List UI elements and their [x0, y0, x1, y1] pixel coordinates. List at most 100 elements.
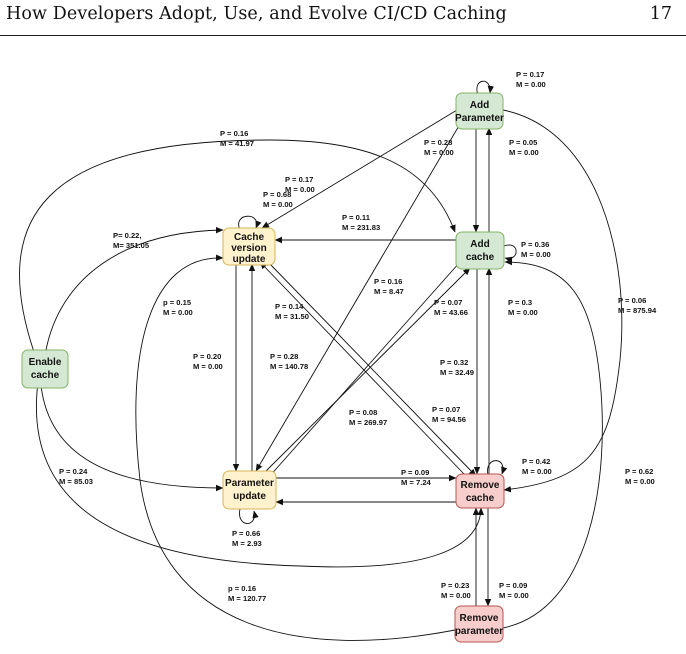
svg-text:P = 0.36: P = 0.36 — [521, 240, 549, 249]
edge-label-remove-parameter-to-cache-version: p = 0.15M = 0.00 — [163, 298, 193, 317]
edge-label-remove-parameter-to-remove-cache: P = 0.23M = 0.00 — [441, 581, 471, 600]
edge-remove-parameter-to-cache-version — [135, 254, 456, 641]
svg-text:P = 0.28: P = 0.28 — [424, 138, 452, 147]
svg-text:P = 0.17: P = 0.17 — [285, 175, 313, 184]
page-number: 17 — [649, 4, 672, 24]
edge-label-parameter-update-self: P = 0.66M = 2.93 — [232, 529, 262, 548]
edge-label-add-cache-to-cache-version: P = 0.11M = 231.83 — [342, 213, 380, 232]
svg-text:P = 0.66: P = 0.66 — [232, 529, 260, 538]
edge-label-remove-cache-to-remove-parameter: P = 0.09M = 0.00 — [499, 581, 529, 600]
edge-label-cache-version-self: P = 0.68M = 0.00 — [263, 190, 293, 209]
edge-enable-to-add-cache — [19, 139, 456, 353]
edge-add-parameter-to-remove-cache — [502, 109, 623, 493]
node-remove-parameter-line-2: parameter — [455, 626, 503, 637]
svg-text:M = 0.00: M = 0.00 — [625, 477, 655, 486]
svg-text:M= 351.05: M= 351.05 — [113, 241, 150, 250]
node-enable-cache: Enable cache — [21, 349, 69, 389]
svg-text:p = 0.16: p = 0.16 — [228, 584, 256, 593]
edge-label-add-parameter-to-cache-version: P = 0.28M = 0.00 — [424, 138, 454, 157]
svg-text:M = 7.24: M = 7.24 — [401, 478, 432, 487]
edge-label-parameter-update-to-remove-cache: P = 0.28M = 140.78 — [270, 352, 308, 371]
svg-text:M = 43.66: M = 43.66 — [434, 308, 468, 317]
svg-text:P = 0.07: P = 0.07 — [432, 405, 460, 414]
node-enable-cache-line-2: cache — [31, 370, 60, 381]
header-rule — [0, 35, 686, 36]
edge-cache-version-update-self — [238, 215, 262, 231]
svg-text:M = 0.00: M = 0.00 — [509, 148, 539, 157]
node-add-parameter: Add Parameter — [455, 92, 504, 130]
node-remove-parameter: Remove parameter — [454, 605, 504, 643]
edge-enable-to-remove-cache — [36, 368, 485, 568]
svg-text:P = 0.28: P = 0.28 — [270, 352, 298, 361]
svg-text:P = 0.09: P = 0.09 — [499, 581, 527, 590]
svg-text:P = 0.24: P = 0.24 — [59, 467, 88, 476]
node-remove-cache-line-1: Remove — [461, 480, 500, 491]
node-cache-version-update: Cache version update — [222, 227, 276, 266]
edge-label-add-parameter-self: P = 0.17M = 0.00 — [516, 70, 546, 89]
edge-label-parameter-update-to-add-cache: P = 0.07M = 43.66 — [434, 298, 468, 317]
svg-text:M = 120.77: M = 120.77 — [228, 594, 266, 603]
edge-label-remove-cache-to-parameter-update: P = 0.09M = 7.24 — [401, 468, 432, 487]
node-parameter-update-line-1: Parameter — [225, 478, 274, 489]
svg-text:P = 0.11: P = 0.11 — [342, 213, 371, 222]
svg-text:M = 0.00: M = 0.00 — [499, 591, 529, 600]
svg-text:M = 8.47: M = 8.47 — [374, 287, 404, 296]
svg-text:P = 0.08: P = 0.08 — [349, 408, 377, 417]
svg-text:M = 269.97: M = 269.97 — [349, 418, 387, 427]
edge-label-add-cache-self: P = 0.36M = 0.00 — [521, 240, 551, 259]
svg-text:M = 94.56: M = 94.56 — [432, 415, 466, 424]
edge-label-remove-cache-to-cache-version: P = 0.07M = 94.56 — [432, 405, 466, 424]
edge-label-add-cache-to-remove-cache: P = 0.32M = 32.49 — [440, 358, 474, 377]
svg-text:M = 2.93: M = 2.93 — [232, 539, 262, 548]
edge-label-remove-parameter-to-add-cache: P = 0.62M = 0.00 — [625, 467, 655, 486]
svg-text:P = 0.16: P = 0.16 — [220, 129, 248, 138]
svg-text:M = 0.00: M = 0.00 — [163, 308, 193, 317]
svg-text:M = 32.49: M = 32.49 — [440, 368, 474, 377]
edge-label-enable-to-add-cache: P = 0.16M = 41.97 — [220, 129, 254, 148]
node-add-cache: Add cache — [455, 231, 505, 270]
edge-label-cache-version-to-remove-cache: P = 0.08M = 269.97 — [349, 408, 387, 427]
edge-label-add-parameter-to-parameter-update: P = 0.17M = 0.00 — [285, 175, 315, 194]
edge-label-add-parameter-to-remove-cache: P = 0.06M = 875.94 — [618, 296, 657, 315]
svg-text:M = 140.78: M = 140.78 — [270, 362, 308, 371]
node-cache-version-update-line-1: Cache — [234, 232, 264, 243]
svg-text:M = 0.00: M = 0.00 — [285, 185, 315, 194]
edge-label-remove-cache-self: P = 0.42M = 0.00 — [522, 457, 552, 476]
edge-labels: P = 0.17M = 0.00 P = 0.16M = 41.97 P = 0… — [59, 70, 657, 603]
svg-text:P = 0.16: P = 0.16 — [374, 277, 402, 286]
svg-text:P = 0.32: P = 0.32 — [440, 358, 468, 367]
node-remove-cache: Remove cache — [455, 473, 505, 509]
edge-add-parameter-self — [476, 80, 494, 96]
edge-remove-parameter-to-add-cache — [502, 258, 603, 629]
node-add-parameter-line-2: Parameter — [455, 113, 504, 124]
page-header: How Developers Adopt, Use, and Evolve CI… — [0, 0, 686, 52]
svg-text:P = 0.23: P = 0.23 — [441, 581, 469, 590]
node-cache-version-update-line-3: update — [233, 254, 266, 265]
edges — [19, 80, 623, 641]
edge-label-remove-cache-to-add-cache: P = 0.3M = 0.00 — [508, 298, 538, 317]
svg-text:P = 0.42: P = 0.42 — [522, 457, 550, 466]
svg-text:M = 875.94: M = 875.94 — [618, 306, 657, 315]
node-parameter-update: Parameter update — [222, 470, 277, 510]
svg-text:P = 0.05: P = 0.05 — [509, 138, 538, 147]
svg-text:P = 0.14: P = 0.14 — [275, 302, 304, 311]
node-remove-parameter-line-1: Remove — [460, 613, 499, 624]
svg-text:P = 0.07: P = 0.07 — [434, 298, 462, 307]
svg-text:P = 0.62: P = 0.62 — [625, 467, 653, 476]
svg-text:P = 0.06: P = 0.06 — [618, 296, 646, 305]
edge-label-enable-to-parameter-update: P = 0.24M = 85.03 — [59, 467, 93, 486]
node-add-parameter-line-1: Add — [470, 100, 489, 111]
edge-label-add-cache-to-add-parameter: P = 0.05M = 0.00 — [509, 138, 539, 157]
node-parameter-update-line-2: update — [233, 491, 266, 502]
svg-text:P = 0.17: P = 0.17 — [516, 70, 544, 79]
svg-text:M = 0.00: M = 0.00 — [424, 148, 454, 157]
edge-add-cache-self — [503, 244, 517, 263]
svg-text:P = 0.09: P = 0.09 — [401, 468, 429, 477]
svg-text:p = 0.15: p = 0.15 — [163, 298, 192, 307]
edge-add-parameter-to-cache-version — [261, 109, 458, 229]
edge-label-enable-to-remove-cache: p = 0.16M = 120.77 — [228, 584, 266, 603]
edge-label-add-cache-to-parameter-update: P = 0.16M = 8.47 — [374, 277, 404, 296]
svg-text:M = 0.00: M = 0.00 — [193, 362, 223, 371]
edge-label-cache-version-to-parameter-update: P = 0.20M = 0.00 — [193, 352, 223, 371]
